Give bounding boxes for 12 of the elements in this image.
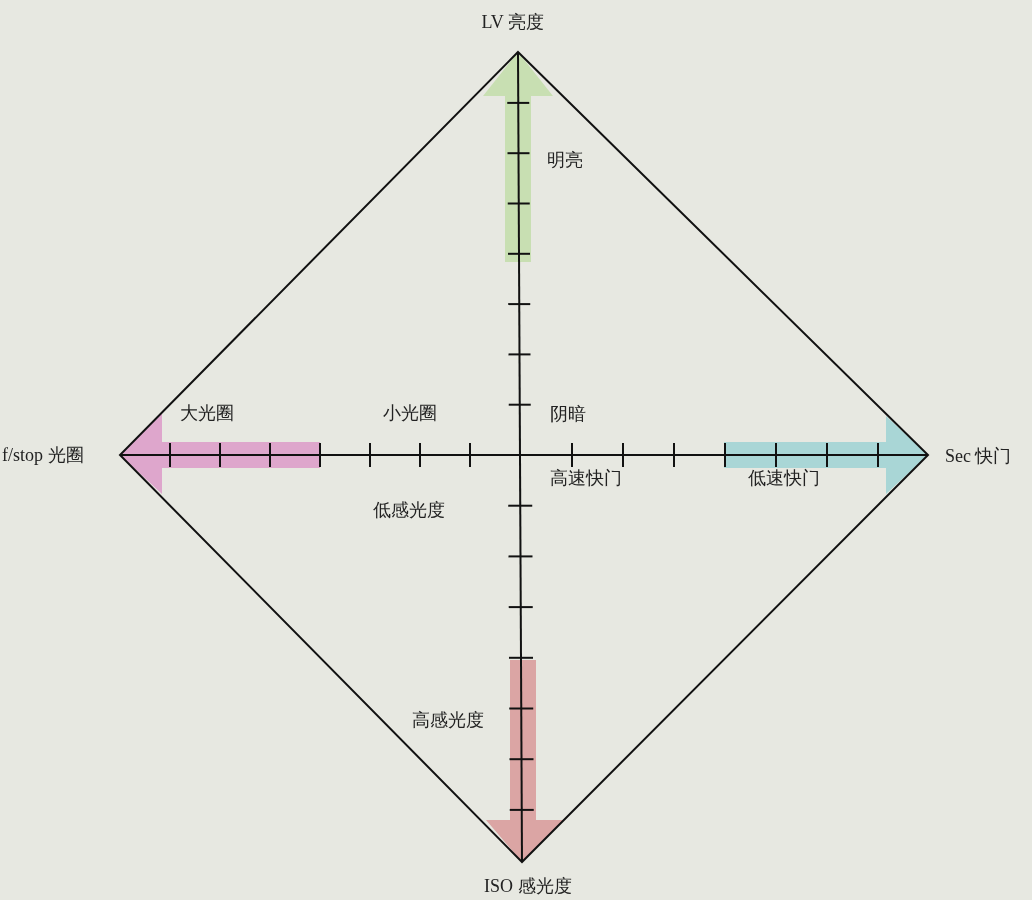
scale-label: 低感光度 (373, 499, 445, 521)
scale-label: 阴暗 (550, 403, 586, 425)
scale-label: 高感光度 (412, 709, 484, 731)
scale-label: 明亮 (547, 149, 583, 171)
axis-label: f/stop 光圈 (2, 444, 84, 466)
scale-label: 低速快门 (748, 467, 820, 489)
scale-label: 高速快门 (550, 467, 622, 489)
scale-label: 小光圈 (383, 402, 437, 424)
axis-label: ISO 感光度 (484, 875, 572, 897)
axis-label: LV 亮度 (481, 11, 545, 33)
scale-label: 大光圈 (180, 402, 234, 424)
axis-label: Sec 快门 (945, 445, 1012, 467)
